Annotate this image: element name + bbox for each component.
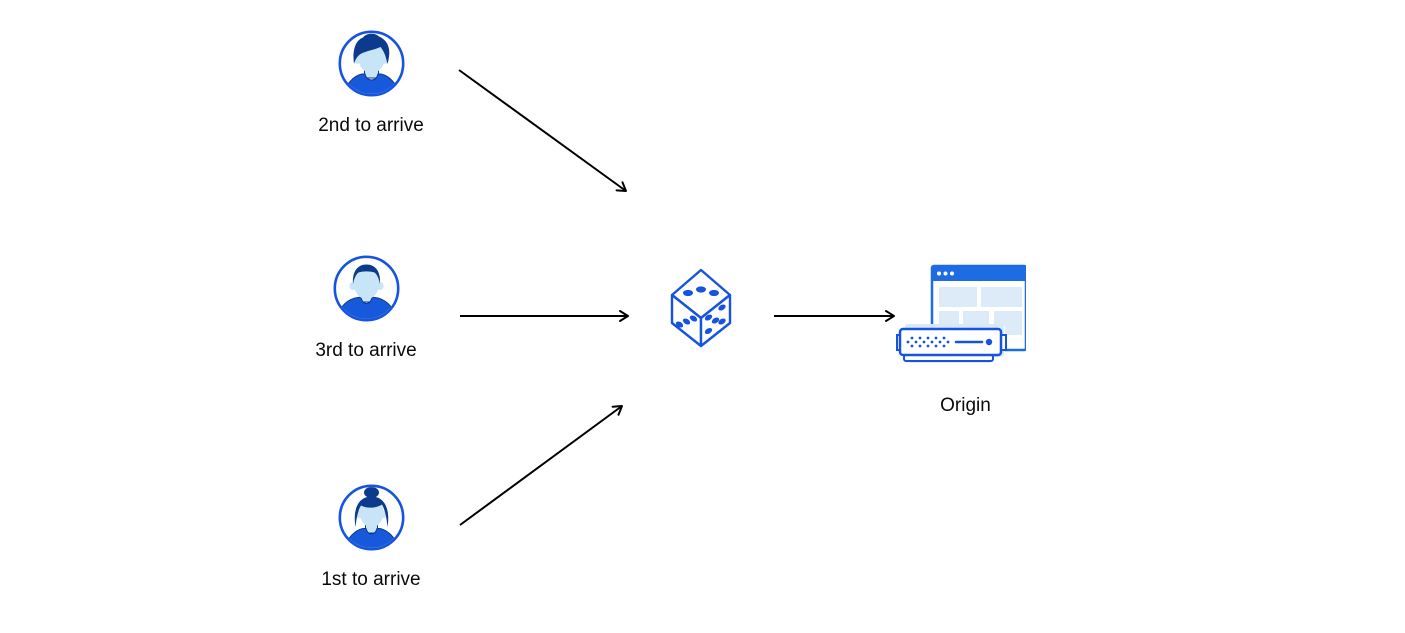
origin-label: Origin: [940, 395, 991, 416]
dice-icon: [670, 268, 732, 348]
server-icon: [896, 324, 1007, 363]
client-label: 2nd to arrive: [318, 115, 424, 136]
randomizer-node: [668, 268, 735, 350]
arrow-client1st-to-dice: [459, 405, 623, 526]
client-label: 1st to arrive: [321, 569, 421, 590]
origin-node: Origin: [888, 258, 1043, 416]
client-node-2nd-to-arrive: 2nd to arrive: [291, 30, 451, 137]
client-label: 3rd to arrive: [315, 340, 417, 361]
user-avatar-woman-bun-icon: [337, 484, 405, 551]
arrow-client2nd-to-dice: [458, 69, 627, 192]
client-node-3rd-to-arrive: 3rd to arrive: [286, 255, 446, 362]
user-avatar-man-swept-hair-icon: [337, 30, 405, 97]
user-avatar-man-short-hair-icon: [332, 255, 400, 322]
client-node-1st-to-arrive: 1st to arrive: [291, 484, 451, 591]
